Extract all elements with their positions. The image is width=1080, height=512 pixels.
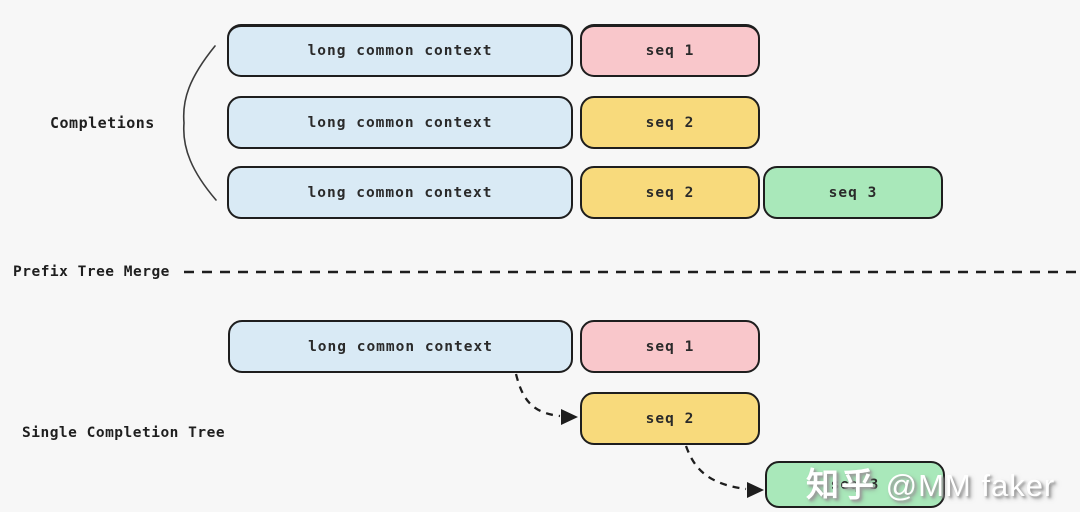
completions-row2-context-box: long common context — [227, 96, 573, 149]
completions-row1-seq1-box: seq 1 — [580, 24, 760, 77]
arrowhead-seq3 — [747, 482, 764, 498]
zhihu-watermark: 知乎 @MM faker — [806, 458, 1055, 506]
completions-row2-seq2-box: seq 2 — [580, 96, 760, 149]
tree-seq3-box: seq 3 — [765, 461, 945, 508]
completions-row3-seq2-box: seq 2 — [580, 166, 760, 219]
zhihu-watermark-brand: 知乎 — [806, 466, 876, 503]
completions-row3-seq3-box: seq 3 — [763, 166, 943, 219]
completions-brace — [182, 45, 217, 201]
prefix-tree-merge-label: Prefix Tree Merge — [13, 264, 170, 280]
tree-seq2-box: seq 2 — [580, 392, 760, 445]
arrowhead-seq2 — [561, 409, 578, 425]
tree-context-box: long common context — [228, 320, 573, 373]
single-completion-tree-label: Single Completion Tree — [22, 425, 226, 441]
zhihu-watermark-handle: @MM faker — [876, 468, 1056, 503]
completions-row3-context-box: long common context — [227, 166, 573, 219]
tree-seq1-box: seq 1 — [580, 320, 760, 373]
arrow-seq2-to-seq3 — [684, 445, 747, 491]
completions-label: Completions — [50, 114, 155, 132]
arrow-context-to-seq2 — [514, 373, 561, 418]
completions-row1-context-box: long common context — [227, 24, 573, 77]
